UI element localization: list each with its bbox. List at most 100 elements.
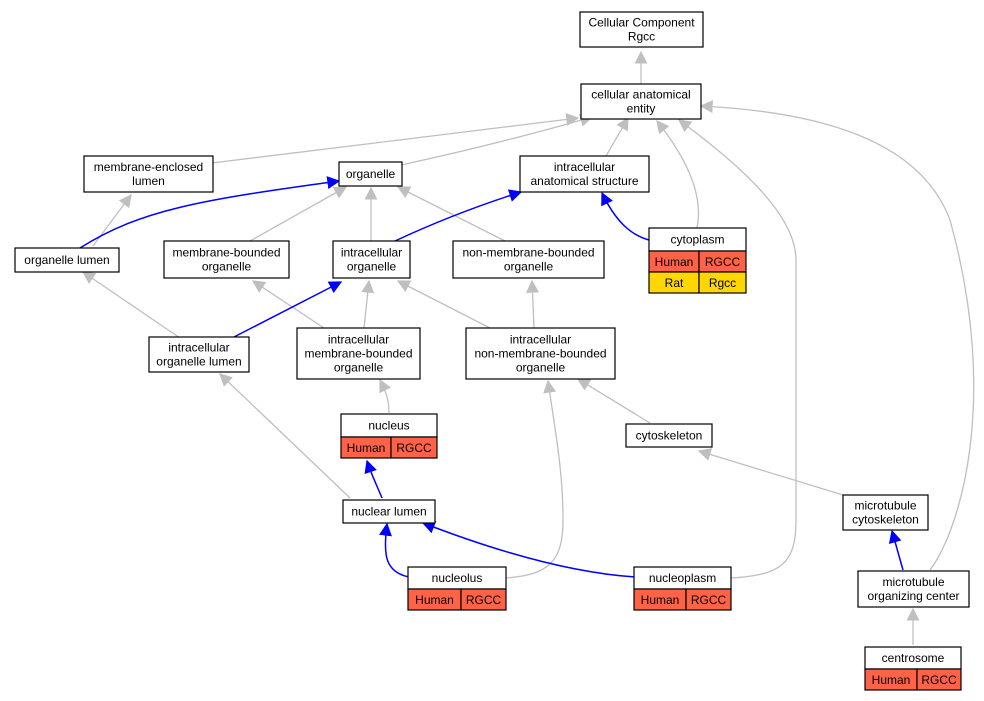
edge-inmbo-to-nmbo [526,279,539,329]
node-nuc-label: nucleus [368,419,409,433]
edge-nl-to-iol [219,373,351,499]
edge-nucl-to-inmbo [505,379,564,579]
edge-io-partof-ias [394,189,523,242]
node-csk-label: cytoskeleton [636,429,703,443]
node-inmbo-box [465,327,616,380]
node-nl-label: nuclear lumen [351,505,426,519]
species-label: Human [641,593,680,607]
node-nmbo-box [452,240,605,279]
node-orgl-box [14,247,120,273]
gene-cell [390,436,438,459]
node-cyto-label: cytoplasm [670,233,724,247]
node-nl[interactable]: nuclear lumen [342,499,436,524]
edge-mel-to-cae [211,112,580,164]
node-nmbo-label: organelle [504,260,554,274]
node-nmbo-label: non-membrane-bounded [462,246,594,260]
node-csk[interactable]: cytoskeleton [625,423,713,448]
gene-cell [685,588,732,611]
node-io-label: organelle [347,260,397,274]
node-csk-box [625,423,713,448]
node-inmbo-label: intracellular [510,333,571,347]
node-mel-label: lumen [132,174,165,188]
species-label: Human [872,673,911,687]
edge-nucp-to-cae [677,119,797,579]
node-inmbo[interactable]: intracellularnon-membrane-boundedorganel… [465,327,616,380]
edge-nucl-partof-nl [379,522,410,578]
node-root-label: Rgcc [628,30,655,44]
species-label: Human [655,255,694,269]
node-mtc-box [842,494,929,531]
node-io-label: intracellular [341,246,402,260]
node-iol-label: intracellular [168,341,229,355]
gene-label: Rgcc [709,276,736,290]
edge-cyto-to-cae [656,119,700,229]
species-label: Rat [665,276,684,290]
edge-mbo-to-org [249,186,348,242]
node-nucl-label: nucleolus [432,571,483,585]
node-inmbo-label: non-membrane-bounded [474,347,606,361]
edge-iol-partof-io [233,281,343,338]
edge-mtoc-partof-mtc [888,529,904,571]
node-nucp-label: nucleoplasm [649,571,716,585]
edge-mtoc-to-cae [699,100,975,571]
node-mtoc-label: organizing center [867,589,959,603]
gene-label: RGCC [396,441,432,455]
node-org[interactable]: organelle [338,161,403,187]
node-mtc-label: microtubule [854,499,916,513]
gene-label: RGCC [705,255,741,269]
edge-csk-to-inmbo [576,378,651,424]
gene-cell [698,271,747,294]
node-orgl[interactable]: organelle lumen [14,247,120,273]
edge-nuc-to-imbo [379,378,392,414]
node-org-label: organelle [346,167,396,181]
node-cae-label: entity [627,102,656,116]
edge-org-to-cae [400,114,594,166]
node-ias-label: intracellular [554,160,615,174]
node-mbo-label: organelle [202,260,252,274]
edge-inmbo-to-io [396,280,491,329]
edge-imbo-to-io [361,279,375,329]
edge-orgl-partof-org [79,176,341,249]
edge-iol-to-orgl [81,271,181,339]
node-mel-box [83,155,214,193]
node-io-box [332,240,411,279]
node-cent-label: centrosome [882,651,945,665]
node-imbo-label: membrane-bounded [304,347,412,361]
node-inmbo-label: organelle [516,361,566,375]
node-orgl-label: organelle lumen [24,253,109,267]
node-nl-box [342,499,436,524]
edge-ias-to-cae [605,116,629,157]
edge-nucp-partof-nl [421,521,636,578]
node-mtoc-box [857,570,970,608]
edge-orgl-to-mel [92,193,132,247]
node-org-box [338,161,403,187]
node-ias-label: anatomical structure [530,174,638,188]
node-mbo-box [163,240,290,279]
gene-cell [460,588,507,611]
edge-mtc-to-csk [697,448,844,496]
node-imbo-label: intracellular [328,333,389,347]
edge-imbo-to-mbo [251,280,325,329]
